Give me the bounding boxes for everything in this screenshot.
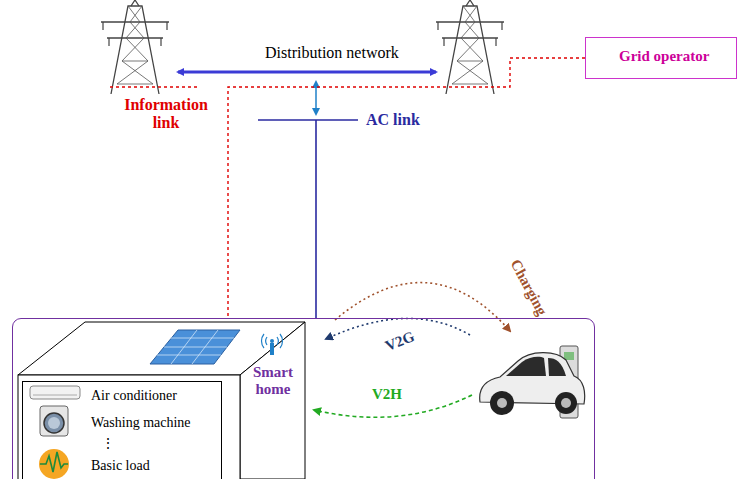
ellipsis-mark: ⋮ bbox=[101, 436, 115, 452]
appliance-box: Air conditionerWashing machine ⋮ Basic loa… bbox=[22, 381, 222, 479]
air-conditioner-icon bbox=[30, 386, 80, 399]
home-title: Smart home bbox=[245, 364, 301, 399]
edge-label: Information link bbox=[116, 96, 216, 133]
appliance-name: Washing machine bbox=[91, 415, 191, 431]
electric-car bbox=[480, 346, 585, 418]
flow-label: Charging bbox=[506, 257, 550, 319]
appliance-name: Air conditioner bbox=[91, 388, 177, 404]
flow-label: V2G bbox=[383, 328, 417, 355]
flow-label: V2H bbox=[372, 386, 402, 403]
transmission-tower bbox=[101, 0, 169, 94]
ac-feeder bbox=[315, 120, 317, 318]
appliance-name: Basic load bbox=[91, 458, 150, 474]
house bbox=[18, 322, 305, 479]
operator-name: Grid operator bbox=[619, 48, 709, 65]
basic-load-icon bbox=[39, 449, 69, 479]
charging-arc bbox=[335, 283, 510, 331]
network-label: Distribution network bbox=[265, 44, 399, 62]
exchange-arrow bbox=[315, 82, 317, 114]
network-arrow bbox=[178, 71, 436, 74]
transmission-tower bbox=[436, 0, 504, 94]
information-link bbox=[228, 58, 585, 318]
info-wire bbox=[110, 86, 200, 87]
smart-home-frame: Air conditionerWashing machine ⋮ Basic loa… bbox=[12, 318, 595, 479]
wifi-icon bbox=[261, 334, 282, 355]
ac-bus bbox=[258, 119, 358, 121]
link-label: AC link bbox=[366, 111, 420, 129]
operator-box: Grid operator bbox=[585, 37, 737, 79]
washing-machine-icon bbox=[40, 406, 68, 436]
